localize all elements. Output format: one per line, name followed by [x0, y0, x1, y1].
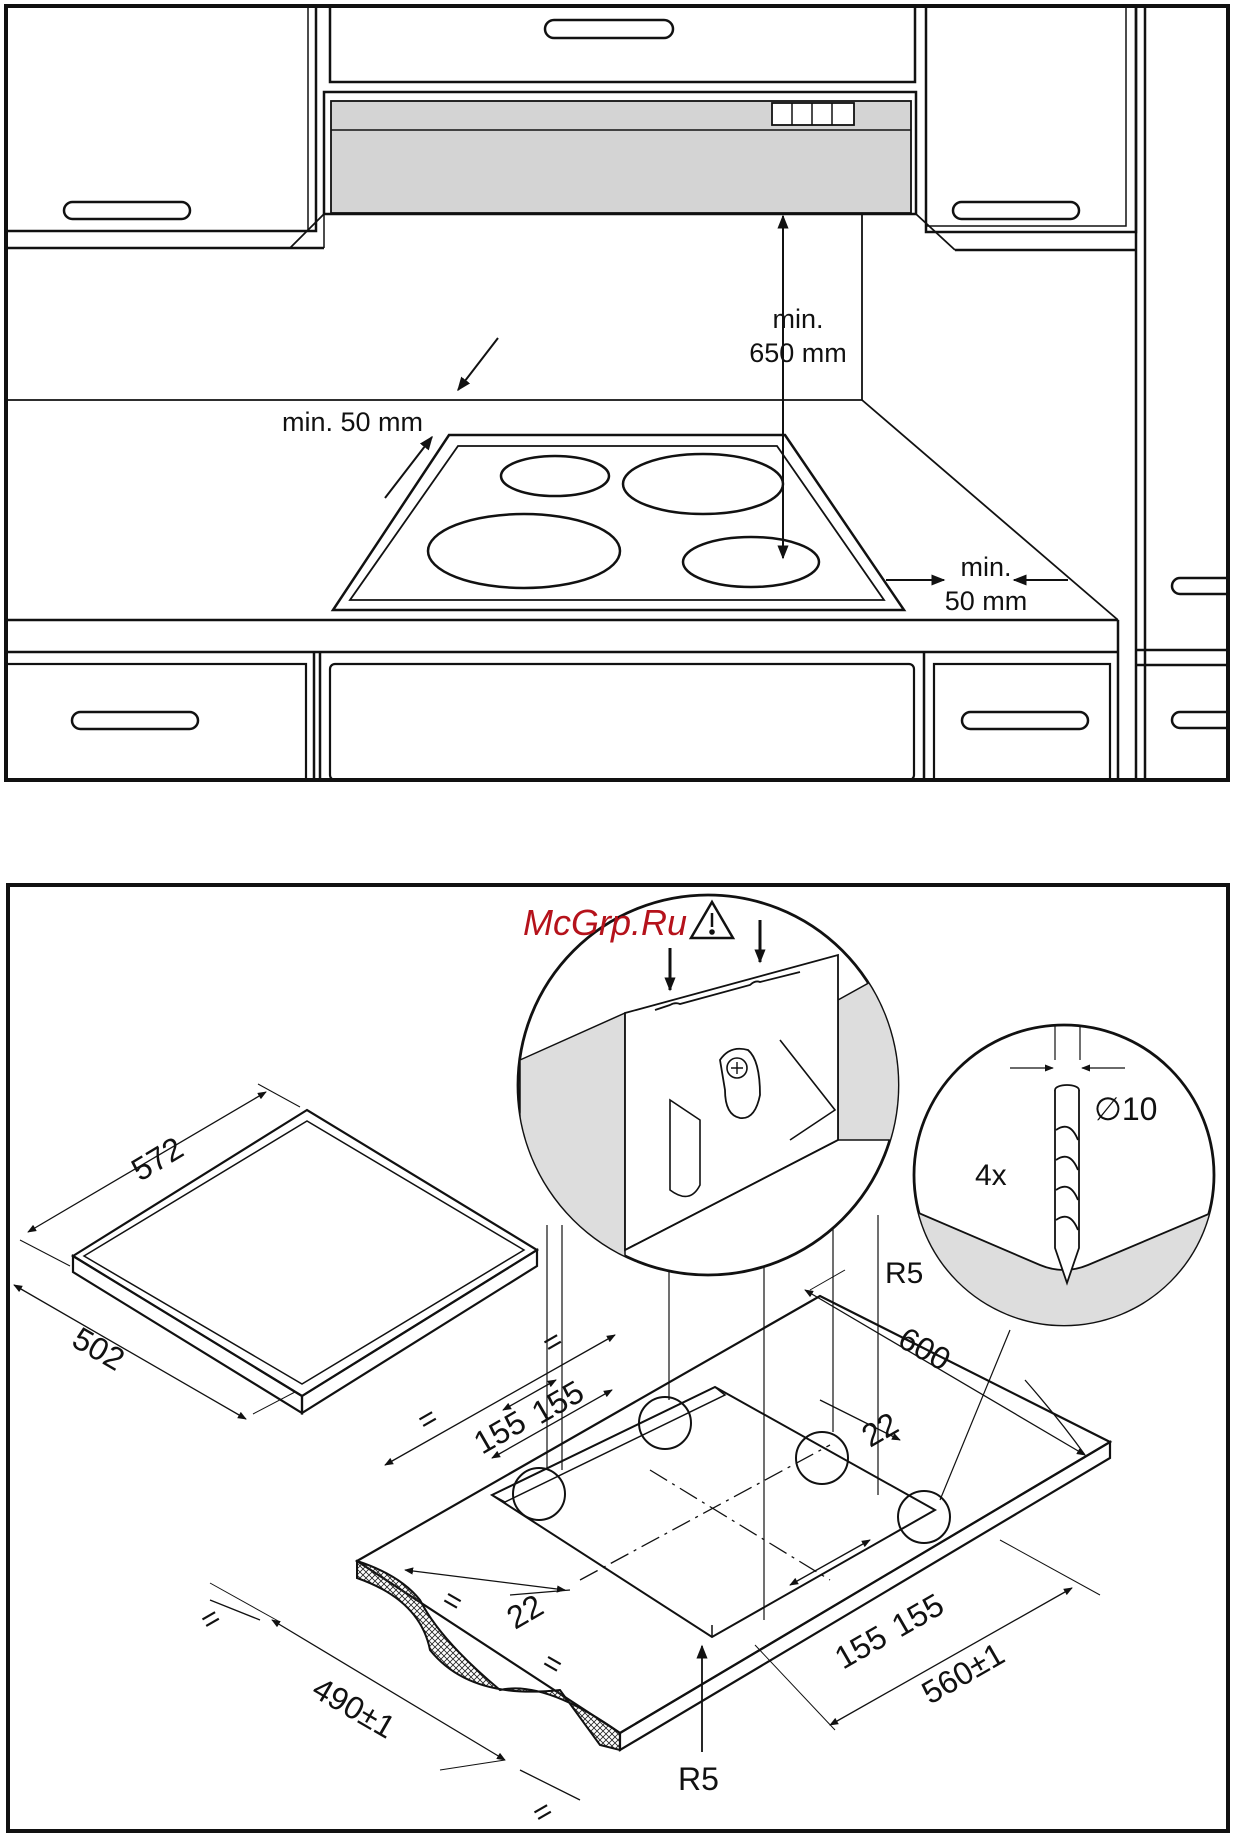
- lower-middle-cabinet: [320, 652, 924, 780]
- kitchen-clearance-panel: [6, 6, 1228, 780]
- drill-diameter-label: ∅10: [1094, 1091, 1157, 1127]
- upper-left-cabinet: [6, 6, 316, 231]
- cooking-zone-4: [683, 537, 819, 587]
- edge-offset-left-label: 22: [501, 1587, 550, 1636]
- inset-radius-label: R5: [885, 1257, 923, 1290]
- hob-depth-label: 502: [67, 1320, 131, 1378]
- bottom-radius-label: R5: [678, 1761, 719, 1797]
- clamp-detail-inset: [518, 895, 910, 1275]
- spacing-label-4: 155: [886, 1586, 950, 1644]
- hood-height-label-line2: 650 mm: [749, 338, 847, 368]
- cooking-zone-1: [501, 456, 609, 496]
- lower-left-cabinet: [6, 652, 314, 780]
- spacing-label-3: 155: [829, 1618, 893, 1676]
- hood-control-panel: [772, 103, 854, 125]
- drill-detail-inset: [900, 1022, 1230, 1340]
- equal-sign-4: =: [537, 1645, 569, 1682]
- cooking-zone-2: [623, 454, 783, 514]
- side-clearance-label-line1: min.: [960, 552, 1011, 582]
- rear-clearance-label: min. 50 mm: [282, 407, 423, 437]
- lower-right-cabinet: [934, 664, 1110, 780]
- spacing-label-1: 155: [468, 1403, 532, 1461]
- rear-clearance-arrow-bottom: [385, 437, 432, 498]
- extractor-hood: [6, 92, 916, 248]
- tall-right-cabinet: [1136, 6, 1228, 780]
- hood-height-label-line1: min.: [772, 304, 823, 334]
- side-clearance-label-line2: 50 mm: [945, 586, 1028, 616]
- drill-quantity-label: 4x: [975, 1159, 1007, 1192]
- cutout-width-label: 560±1: [916, 1636, 1011, 1712]
- equal-sign-3: =: [437, 1582, 469, 1619]
- edge-offset-right-label: 22: [856, 1405, 905, 1454]
- fixing-point-2: [639, 1397, 691, 1449]
- worktop: [6, 620, 1118, 780]
- cutout-depth-label: 490±1: [307, 1670, 402, 1746]
- rear-clearance-arrow-top: [458, 338, 498, 390]
- upper-middle-cabinet: [330, 6, 915, 82]
- equal-sign-2: =: [412, 1401, 444, 1438]
- worktop-width-label: 600: [893, 1320, 957, 1378]
- upper-right-cabinet: [926, 6, 1136, 232]
- cutout-depth-dimension: [272, 1620, 505, 1760]
- watermark: McGrp.Ru: [523, 902, 687, 943]
- equal-sign-5: =: [195, 1601, 227, 1638]
- equal-sign-1: =: [537, 1324, 569, 1361]
- hob-top-view: [333, 435, 904, 610]
- hob-depth-dimension: [14, 1285, 246, 1419]
- spacing-label-2: 155: [526, 1373, 590, 1431]
- equal-sign-6: =: [527, 1794, 559, 1831]
- cutout-dimensions-panel: [8, 885, 1230, 1831]
- hob-width-label: 572: [125, 1130, 189, 1188]
- cooking-zone-3: [428, 514, 620, 588]
- worktop-cutout: [357, 1296, 1110, 1750]
